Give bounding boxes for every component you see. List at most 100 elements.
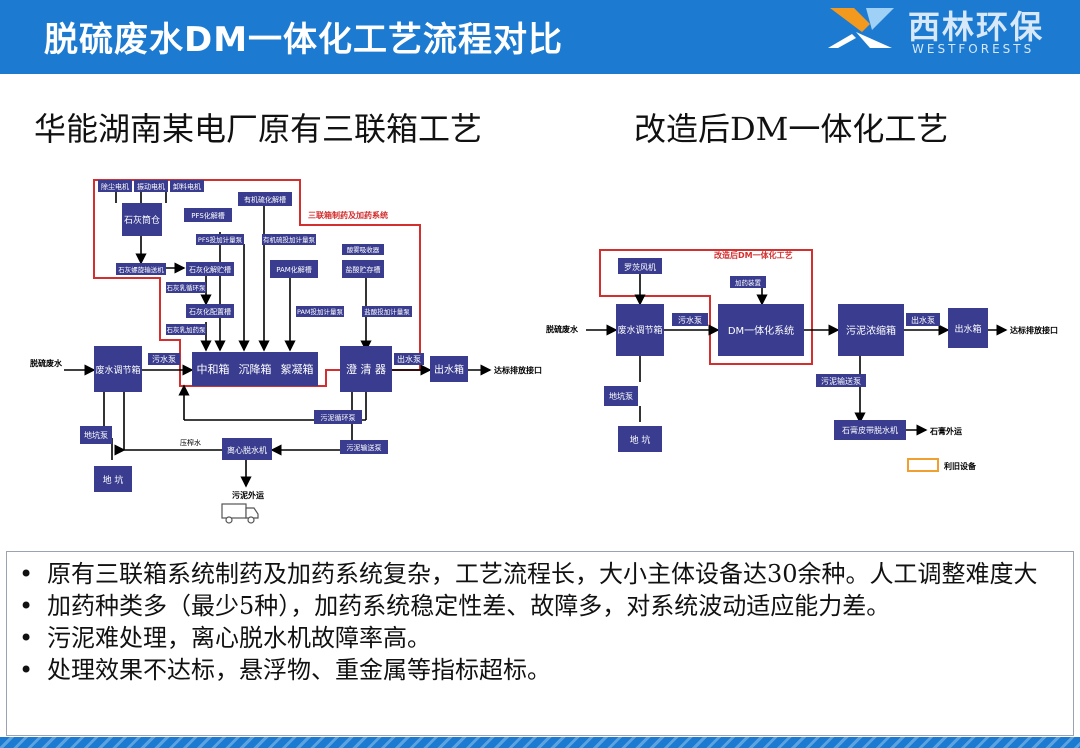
label-pfs-pump: PFS投加计量泵 <box>198 235 243 244</box>
label-right-outlet-pump: 出水泵 <box>911 315 935 325</box>
logo-x-icon <box>828 8 894 48</box>
label-dm: DM一体化系统 <box>728 324 794 337</box>
box-org-pump <box>262 234 316 245</box>
label-gypsum-out: 石膏外运 <box>929 426 962 436</box>
box-pfs-pump <box>196 234 244 245</box>
box-acid-pump <box>362 306 412 317</box>
box-dose-dev <box>730 276 766 288</box>
label-right-waste-pump: 污水泵 <box>678 315 702 325</box>
bullet-box: 原有三联箱系统制药及加药系统复杂，工艺流程长，大小主体设备达30余种。人工调整难… <box>6 551 1074 736</box>
left-red-label: 三联箱制药及加药系统 <box>308 210 388 220</box>
right-red-outline <box>599 249 813 365</box>
label-pam-tank: PAM化解槽 <box>276 265 312 274</box>
label-right-pit-pump: 地坑泵 <box>609 391 633 401</box>
label-pit: 地 坑 <box>103 474 124 486</box>
label-acid-pump: 盐酸投加计量泵 <box>364 307 410 316</box>
box-out-tank <box>430 356 468 382</box>
flow-diagrams: 三联箱制药及加药系统 <box>30 179 1058 524</box>
label-roots: 罗茨风机 <box>624 262 656 272</box>
box-acid-unload <box>342 244 384 255</box>
footer-stripe <box>0 737 1080 748</box>
bullet-item: 原有三联箱系统制药及加药系统复杂，工艺流程长，大小主体设备达30余种。人工调整难… <box>7 558 1073 590</box>
box-pit-pump <box>80 426 112 444</box>
box-dose-pump <box>166 324 206 335</box>
box-prep <box>186 304 234 318</box>
label-dose-dev: 加药装置 <box>735 278 762 287</box>
box-lime-bin <box>122 203 162 236</box>
label-unload-motor: 卸料电机 <box>173 182 201 191</box>
label-right-out-tank: 出水箱 <box>954 323 981 335</box>
label-left-outlet-pump: 出水泵 <box>397 354 421 364</box>
label-dose-pump: 石灰乳加药泵 <box>167 325 207 334</box>
box-roots <box>618 258 662 274</box>
box-dm <box>718 304 804 356</box>
label-right-sludge-pump: 污泥输送泵 <box>821 376 861 386</box>
left-red-outline <box>93 179 421 387</box>
label-settle: 沉降箱 <box>239 362 272 376</box>
box-belt <box>834 420 906 440</box>
label-acid-unload: 酸雾吸收器 <box>347 245 380 254</box>
box-floc <box>276 352 318 386</box>
label-sludge-circ: 污泥循环泵 <box>321 413 356 422</box>
label-centrifuge: 离心脱水机 <box>227 445 267 455</box>
right-diagram: 改造后DM一体化工艺 罗茨风机 废水调节 <box>546 249 1058 472</box>
box-neutral <box>192 352 234 386</box>
label-org-tank: 有机硫化解槽 <box>244 195 286 204</box>
label-press-water: 压榨水 <box>180 438 201 447</box>
box-right-pit-pump <box>604 386 638 406</box>
box-screw <box>116 263 166 275</box>
label-left-inlet: 脱硫废水 <box>30 358 63 368</box>
label-vib-motor: 振动电机 <box>137 182 165 191</box>
bullet-item: 加药种类多（最少5种），加药系统稳定性差、故障多，对系统波动适应能力差。 <box>7 590 1073 622</box>
left-subtitle: 华能湖南某电厂原有三联箱工艺 <box>34 110 483 148</box>
box-right-pit <box>618 426 662 452</box>
label-pfs-tank: PFS化解槽 <box>191 211 225 220</box>
legend-swatch <box>907 458 939 472</box>
box-org-tank <box>238 192 292 206</box>
box-dissolve <box>186 262 234 276</box>
box-pam-pump <box>296 306 344 317</box>
box-settle <box>234 352 276 386</box>
box-vib-motor <box>134 180 168 192</box>
right-subtitle: 改造后DM一体化工艺 <box>634 110 949 148</box>
left-diagram: 三联箱制药及加药系统 <box>30 179 542 524</box>
label-out-tank: 出水箱 <box>434 363 464 376</box>
box-sludge-circ <box>314 410 362 424</box>
label-floc: 絮凝箱 <box>281 362 314 376</box>
label-thicken: 污泥浓缩箱 <box>846 324 896 337</box>
label-screw: 石灰螺旋输送机 <box>118 265 164 274</box>
label-pam-pump: PAM投加计量泵 <box>297 307 344 316</box>
box-pam-tank <box>270 260 318 278</box>
label-left-discharge: 达标排放接口 <box>494 365 542 375</box>
right-red-label: 改造后DM一体化工艺 <box>714 250 793 260</box>
box-clarifier <box>340 346 392 392</box>
box-pit <box>94 466 132 492</box>
label-adjust: 废水调节箱 <box>95 364 140 376</box>
header-bar: 脱硫废水DM一体化工艺流程对比 西林环保 WESTFORESTS <box>0 0 1080 74</box>
label-prep: 石灰化配置槽 <box>189 307 231 316</box>
box-thicken <box>838 304 904 356</box>
box-right-out-tank <box>948 308 988 348</box>
label-neutral: 中和箱 <box>197 362 230 376</box>
label-pit-pump: 地坑泵 <box>84 430 108 440</box>
box-pfs-tank <box>184 208 232 222</box>
logo-text: 西林环保 <box>908 8 1045 46</box>
label-org-pump: 有机硫投加计量泵 <box>263 235 316 244</box>
legend-label: 利旧设备 <box>943 461 977 471</box>
label-milk-pump: 石灰乳循环泵 <box>167 283 207 292</box>
label-dust-motor: 除尘电机 <box>101 182 129 191</box>
label-right-pit: 地 坑 <box>630 434 651 446</box>
bullet-item: 污泥难处理，离心脱水机故障率高。 <box>7 622 1073 654</box>
box-adjust <box>94 346 142 392</box>
label-right-adjust: 废水调节箱 <box>617 324 662 336</box>
box-dust-motor <box>98 180 132 192</box>
box-right-adjust <box>616 304 664 356</box>
legend: 利旧设备 <box>907 458 977 472</box>
label-right-discharge: 达标排放接口 <box>1010 325 1058 335</box>
label-sludge-out: 污泥外运 <box>232 490 264 500</box>
bullet-item: 处理效果不达标，悬浮物、重金属等指标超标。 <box>7 654 1073 686</box>
label-lime-bin: 石灰筒仓 <box>124 214 160 226</box>
label-sludge-pump: 污泥输送泵 <box>347 443 382 452</box>
box-milk-pump <box>166 282 206 293</box>
label-right-inlet: 脱硫废水 <box>546 324 579 334</box>
